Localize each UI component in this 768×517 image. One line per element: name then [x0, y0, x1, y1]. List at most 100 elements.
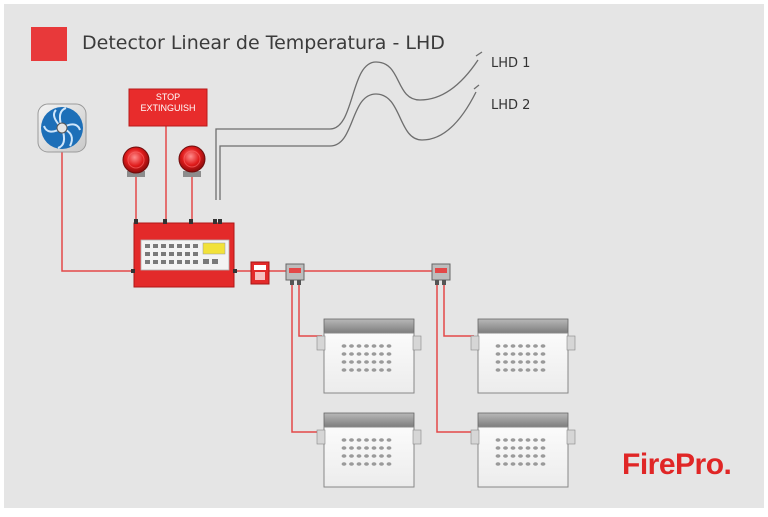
- junction-box-1: [285, 263, 305, 285]
- alarm-lamp-left-icon: [122, 146, 150, 177]
- title-color-swatch: [31, 27, 67, 61]
- extinguisher-unit-3: [316, 412, 422, 488]
- vent-hole: [533, 344, 538, 348]
- vent-hole: [349, 438, 354, 442]
- vent-hole: [386, 360, 392, 364]
- vent-hole: [386, 454, 392, 458]
- cable-junction1-unit3: [291, 283, 322, 433]
- vent-hole: [503, 446, 508, 450]
- stop-sign-text: STOP EXTINGUISH: [130, 92, 206, 114]
- vent-hole: [371, 344, 377, 348]
- vent-hole: [495, 344, 501, 348]
- vent-hole: [379, 352, 384, 356]
- vent-hole: [533, 360, 538, 364]
- vent-hole: [518, 344, 523, 348]
- vent-hole: [364, 462, 369, 466]
- vent-hole: [379, 368, 384, 372]
- vent-hole: [503, 368, 508, 372]
- vent-hole: [518, 454, 523, 458]
- vent-hole: [525, 352, 531, 356]
- vent-hole: [503, 438, 508, 442]
- vent-hole: [503, 462, 508, 466]
- vent-hole: [349, 352, 354, 356]
- vent-hole: [540, 344, 546, 348]
- vent-hole: [533, 368, 538, 372]
- vent-hole: [364, 352, 369, 356]
- vent-hole: [510, 360, 516, 364]
- vent-hole: [525, 344, 531, 348]
- vent-hole: [386, 462, 392, 466]
- lhd2-cable: [219, 91, 477, 200]
- stop-extinguish-sign: [128, 88, 208, 127]
- control-panel: [131, 219, 237, 288]
- vent-hole: [371, 462, 377, 466]
- vent-hole: [341, 368, 347, 372]
- vent-hole: [379, 344, 384, 348]
- vent-hole: [349, 462, 354, 466]
- vent-hole: [510, 462, 516, 466]
- vent-hole: [540, 360, 546, 364]
- vent-hole: [525, 438, 531, 442]
- lhd1-cable-end: [475, 51, 483, 57]
- vent-hole: [356, 454, 362, 458]
- vent-hole: [341, 344, 347, 348]
- vent-hole: [525, 446, 531, 450]
- vent-hole: [495, 438, 501, 442]
- vent-hole: [364, 368, 369, 372]
- firepro-logo: FirePro.: [622, 448, 732, 481]
- vent-hole: [371, 446, 377, 450]
- vent-hole: [379, 438, 384, 442]
- vent-hole: [540, 352, 546, 356]
- vent-hole: [356, 352, 362, 356]
- cable-fan-panel: [61, 152, 134, 272]
- vent-hole: [510, 352, 516, 356]
- vent-hole: [349, 454, 354, 458]
- vent-hole: [503, 352, 508, 356]
- extinguisher-unit-1: [316, 318, 422, 394]
- vent-hole: [518, 446, 523, 450]
- vent-hole: [518, 438, 523, 442]
- diagram-title: Detector Linear de Temperatura - LHD: [82, 32, 445, 54]
- vent-hole: [533, 454, 538, 458]
- vent-hole: [386, 352, 392, 356]
- vent-hole: [364, 438, 369, 442]
- lhd2-label: LHD 2: [491, 98, 531, 113]
- vent-hole: [518, 462, 523, 466]
- vent-hole: [379, 446, 384, 450]
- vent-hole: [503, 344, 508, 348]
- vent-hole: [525, 454, 531, 458]
- vent-hole: [356, 360, 362, 364]
- vent-hole: [518, 368, 523, 372]
- vent-hole: [356, 344, 362, 348]
- alarm-lamp-right-icon: [178, 145, 206, 177]
- vent-hole: [540, 462, 546, 466]
- vent-hole: [364, 446, 369, 450]
- stop-sign-line2: EXTINGUISH: [140, 103, 196, 113]
- vent-hole: [349, 344, 354, 348]
- vent-hole: [540, 368, 546, 372]
- cable-junction2-unit4: [436, 283, 474, 433]
- panel-display: [202, 242, 226, 255]
- vent-hole: [510, 368, 516, 372]
- lhd2-cable-end: [473, 84, 480, 90]
- vent-hole: [386, 446, 392, 450]
- vent-hole: [525, 368, 531, 372]
- vent-hole: [518, 360, 523, 364]
- vent-hole: [356, 368, 362, 372]
- vent-hole: [495, 454, 501, 458]
- vent-hole: [379, 360, 384, 364]
- vent-hole: [525, 462, 531, 466]
- fan-icon: [37, 103, 87, 153]
- vent-hole: [341, 438, 347, 442]
- vent-hole: [349, 446, 354, 450]
- vent-hole: [510, 446, 516, 450]
- vent-hole: [533, 446, 538, 450]
- vent-hole: [341, 360, 347, 364]
- vent-hole: [379, 462, 384, 466]
- vent-hole: [364, 344, 369, 348]
- vent-hole: [349, 360, 354, 364]
- vent-hole: [371, 454, 377, 458]
- vent-hole: [495, 462, 501, 466]
